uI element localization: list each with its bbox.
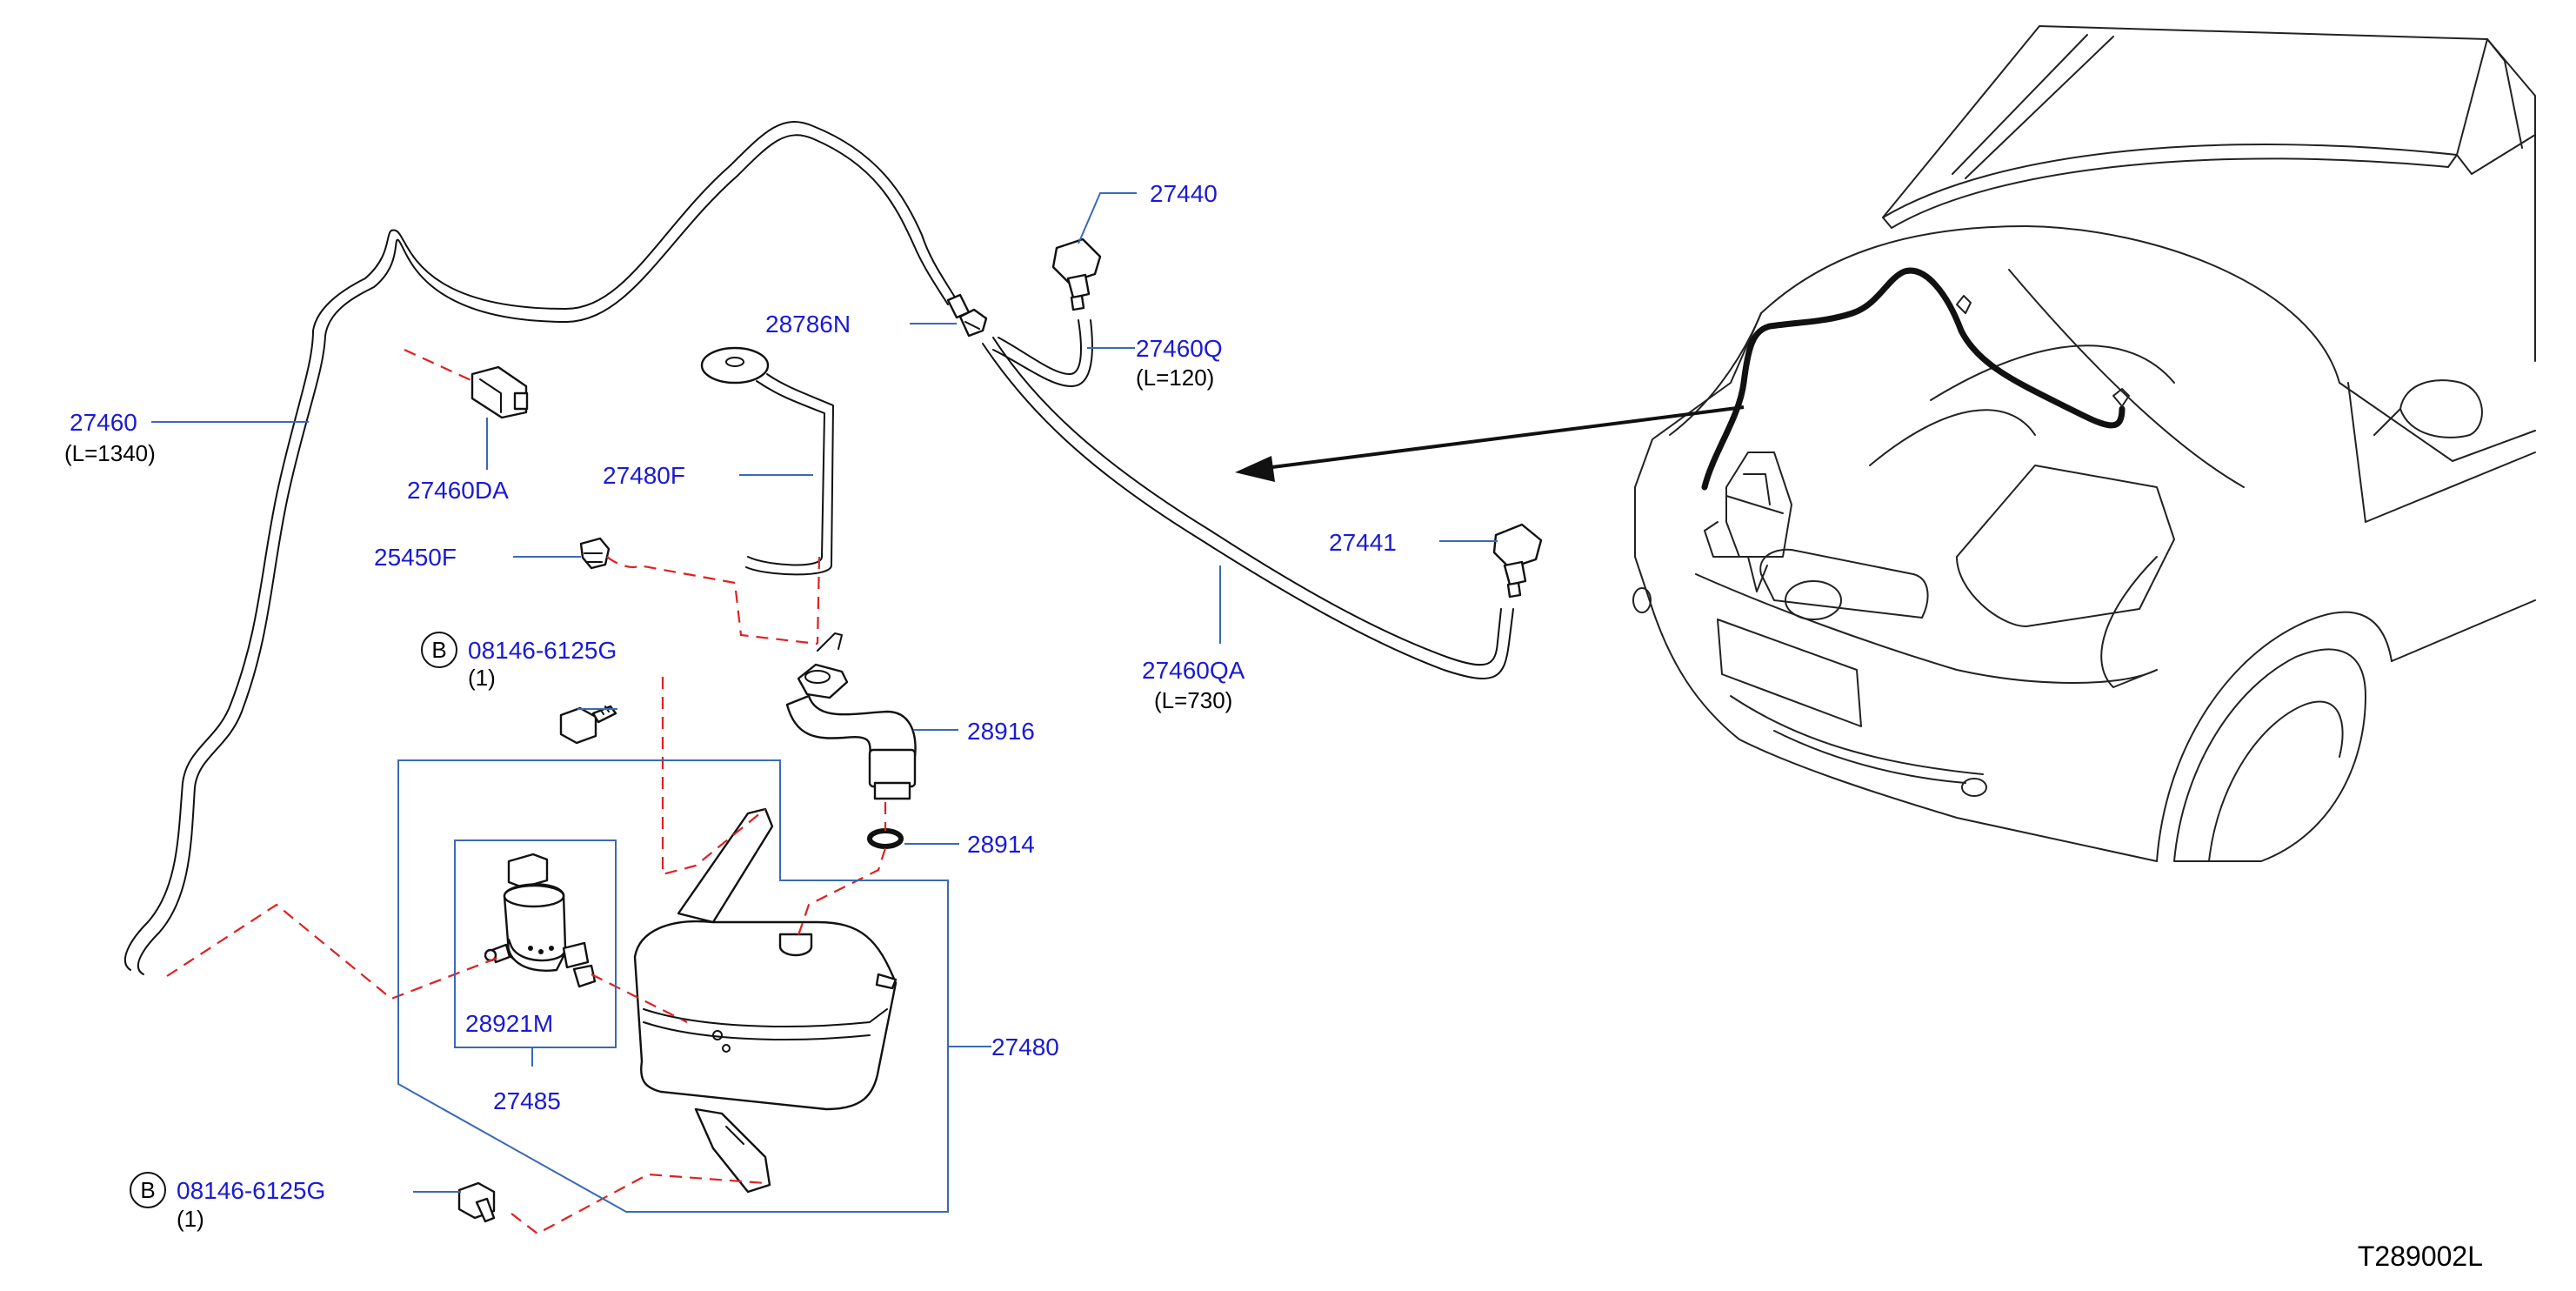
bolt-top-marker: B bbox=[421, 632, 457, 668]
clip-27460DA bbox=[470, 365, 529, 419]
bolt-top bbox=[559, 705, 617, 745]
label-27480: 27480 bbox=[991, 1033, 1059, 1060]
label-28916: 28916 bbox=[967, 718, 1035, 745]
nozzle-27441 bbox=[1492, 523, 1543, 599]
label-27440: 27440 bbox=[1150, 180, 1218, 207]
label-25450F: 25450F bbox=[374, 544, 457, 571]
hose-27460 bbox=[124, 121, 958, 971]
label-27460Q: 27460Q bbox=[1136, 335, 1223, 362]
qty-bolt-top: (1) bbox=[468, 665, 496, 691]
nozzle-27440 bbox=[1051, 237, 1102, 311]
o-ring-28914 bbox=[867, 828, 904, 849]
bolt-bottom-marker-letter: B bbox=[140, 1177, 155, 1203]
label-bolt-bottom: 08146-6125G bbox=[177, 1177, 325, 1204]
tank-27480 bbox=[633, 807, 898, 1194]
bolt-top-marker-letter: B bbox=[431, 637, 446, 663]
car-illustration bbox=[1632, 25, 2536, 862]
label-27460QA: 27460QA bbox=[1142, 657, 1245, 684]
pump-28921M bbox=[484, 853, 597, 988]
bolt-bottom bbox=[457, 1181, 496, 1223]
label-27441: 27441 bbox=[1329, 529, 1397, 556]
label-bolt-top: 08146-6125G bbox=[468, 637, 617, 664]
length-27460QA: (L=730) bbox=[1154, 687, 1232, 713]
length-27460Q: (L=120) bbox=[1136, 365, 1214, 391]
diagram-code: T289002L bbox=[2358, 1241, 2483, 1272]
label-28921M: 28921M bbox=[465, 1010, 553, 1037]
inlet-28916 bbox=[785, 632, 917, 800]
hose-27460QA bbox=[982, 343, 1514, 679]
label-27485: 27485 bbox=[493, 1087, 561, 1114]
label-28914: 28914 bbox=[967, 831, 1035, 858]
length-27460: (L=1340) bbox=[64, 440, 156, 466]
grommet-25450F bbox=[579, 537, 611, 570]
label-27460DA: 27460DA bbox=[407, 477, 509, 504]
joint-28786N bbox=[958, 308, 988, 338]
bolt-bottom-marker: B bbox=[130, 1172, 166, 1208]
label-27480F: 27480F bbox=[603, 462, 685, 489]
filler-cap-27480F bbox=[700, 346, 834, 576]
label-27460: 27460 bbox=[70, 409, 137, 436]
hose-27460Q bbox=[998, 319, 1082, 375]
qty-bolt-bottom: (1) bbox=[177, 1206, 204, 1232]
label-28786N: 28786N bbox=[765, 311, 851, 338]
pointer-arrow bbox=[1235, 405, 1745, 482]
box-27485 bbox=[454, 839, 617, 1048]
